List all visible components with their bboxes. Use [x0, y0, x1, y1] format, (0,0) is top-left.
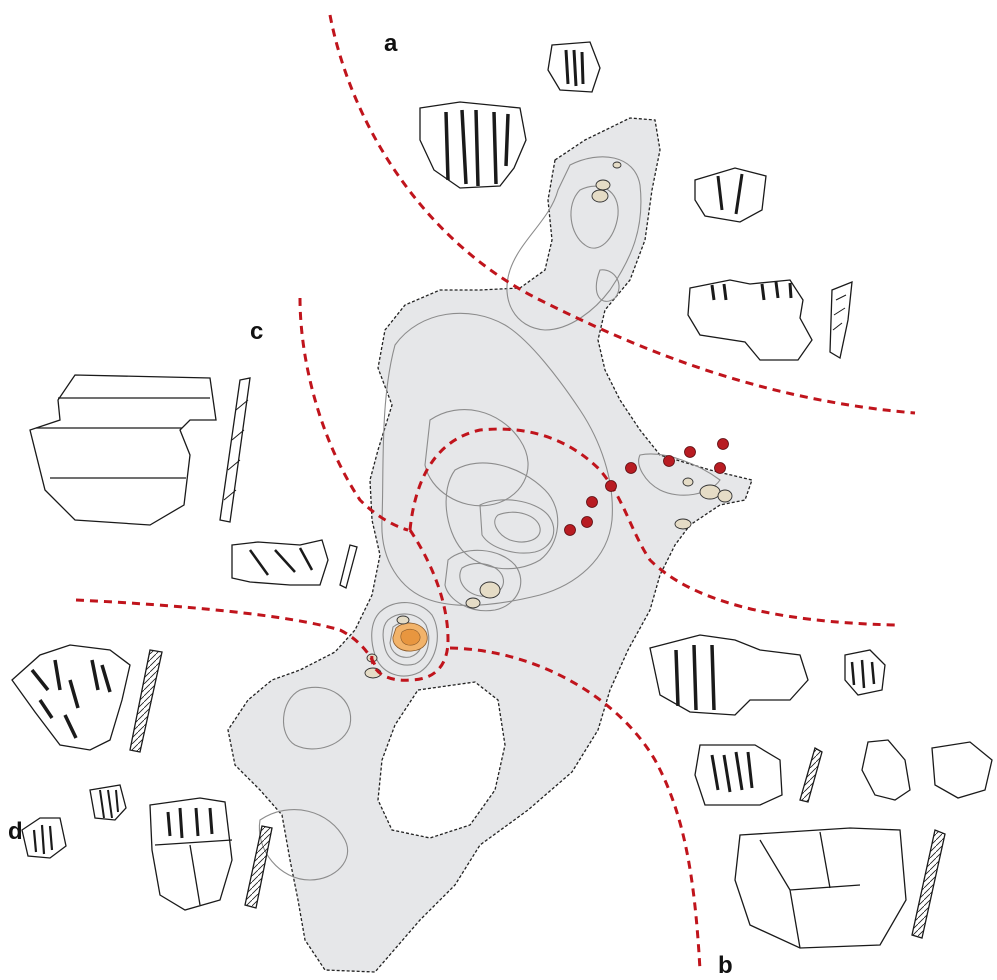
sherds-zone-b	[650, 635, 992, 948]
zone-label-b: b	[718, 952, 733, 980]
zone-label-a: a	[384, 30, 397, 58]
sherds-zone-d	[12, 645, 272, 910]
hearth	[393, 623, 427, 651]
zone-label-c: c	[250, 318, 263, 346]
zone-label-d: d	[8, 818, 23, 846]
sherds-zone-c	[30, 375, 357, 588]
